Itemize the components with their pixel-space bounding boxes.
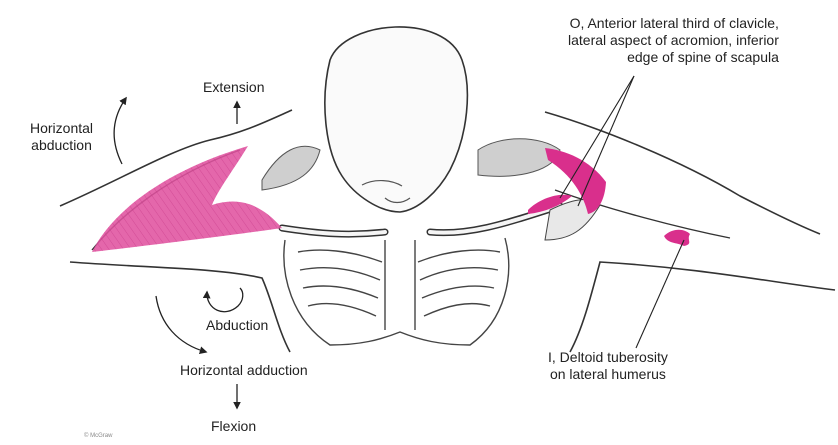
insertion-line-1: I, Deltoid tuberosity <box>548 349 668 365</box>
leader-lines <box>559 75 685 349</box>
insertion-label: I, Deltoid tuberosity on lateral humerus <box>548 349 668 383</box>
horizontal-abduction-line-1: Horizontal <box>30 120 94 136</box>
horizontal-adduction-label: Horizontal adduction <box>180 362 308 378</box>
left-arm <box>91 146 282 252</box>
horizontal-adduction-arrow <box>155 295 208 355</box>
rib-cage <box>283 237 510 346</box>
abduction-label: Abduction <box>206 317 269 333</box>
flexion-label: Flexion <box>211 418 257 434</box>
horizontal-abduction-line-2: abduction <box>31 137 92 153</box>
extension-label: Extension <box>203 79 265 95</box>
deltoid-origin-mark <box>528 148 606 214</box>
clavicles <box>261 138 564 238</box>
origin-line-2: lateral aspect of acromion, inferior <box>568 32 779 48</box>
head <box>324 26 469 213</box>
deltoid-insertion-mark <box>664 229 690 246</box>
origin-line-1: O, Anterior lateral third of clavicle, <box>569 15 779 31</box>
copyright-credit: © McGraw <box>84 433 113 439</box>
shoulder-deltoid-illustration <box>59 26 836 410</box>
horizontal-abduction-arrow <box>113 96 127 165</box>
origin-label: O, Anterior lateral third of clavicle, l… <box>568 15 779 66</box>
torso-outline <box>59 109 836 353</box>
insertion-line-2: on lateral humerus <box>549 366 666 382</box>
origin-line-3: edge of spine of scapula <box>627 49 779 65</box>
abduction-arrow <box>202 287 244 313</box>
horizontal-abduction-label: Horizontal abduction <box>30 120 93 154</box>
motion-arrows <box>113 96 244 410</box>
right-arm <box>528 148 731 246</box>
